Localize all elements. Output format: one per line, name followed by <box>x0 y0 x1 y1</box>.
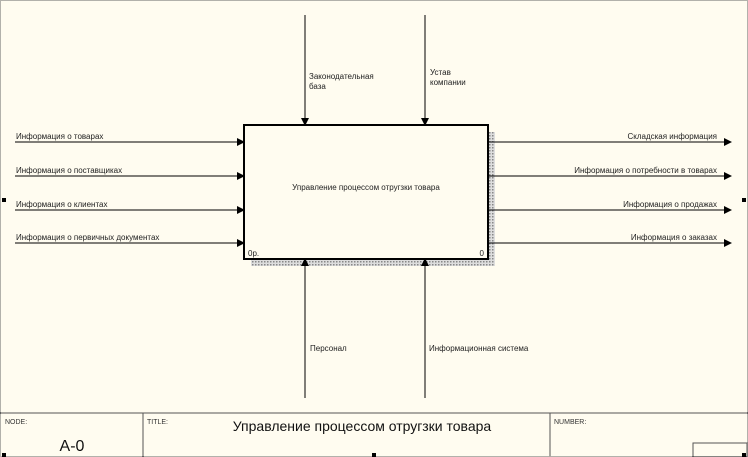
control-label: Устав <box>430 68 451 77</box>
mechanism-label: Персонал <box>310 344 347 353</box>
activity-title: Управление процессом отругзки товара <box>292 183 440 192</box>
input-arrows <box>15 138 245 247</box>
output-label: Информация о продажах <box>623 200 717 209</box>
control-label: Законодательная <box>309 72 374 81</box>
title-block: NODE: A-0 TITLE: Управление процессом от… <box>0 412 748 457</box>
activity-box[interactable] <box>243 124 489 260</box>
output-arrows <box>488 138 732 247</box>
output-label: Информация о потребности в товарах <box>574 166 717 175</box>
selection-handles[interactable] <box>2 198 746 457</box>
control-label: база <box>309 82 326 91</box>
output-label: Складская информация <box>627 132 717 141</box>
output-label: Информация о заказах <box>631 233 717 242</box>
number-label: NUMBER: <box>554 419 586 426</box>
input-label: Информация о первичных документах <box>16 233 159 242</box>
input-label: Информация о поставщиках <box>16 166 122 175</box>
input-label: Информация о товарах <box>16 132 103 141</box>
node-value: A-0 <box>60 438 85 455</box>
title-label: TITLE: <box>147 419 168 426</box>
activity-number: 0 <box>480 249 485 258</box>
activity-cost: 0р. <box>248 249 259 258</box>
mechanism-label: Информационная система <box>429 344 529 353</box>
input-label: Информация о клиентах <box>16 200 108 209</box>
control-label: компании <box>430 78 466 87</box>
node-label: NODE: <box>5 419 27 426</box>
title-value: Управление процессом отругзки товара <box>233 418 492 434</box>
